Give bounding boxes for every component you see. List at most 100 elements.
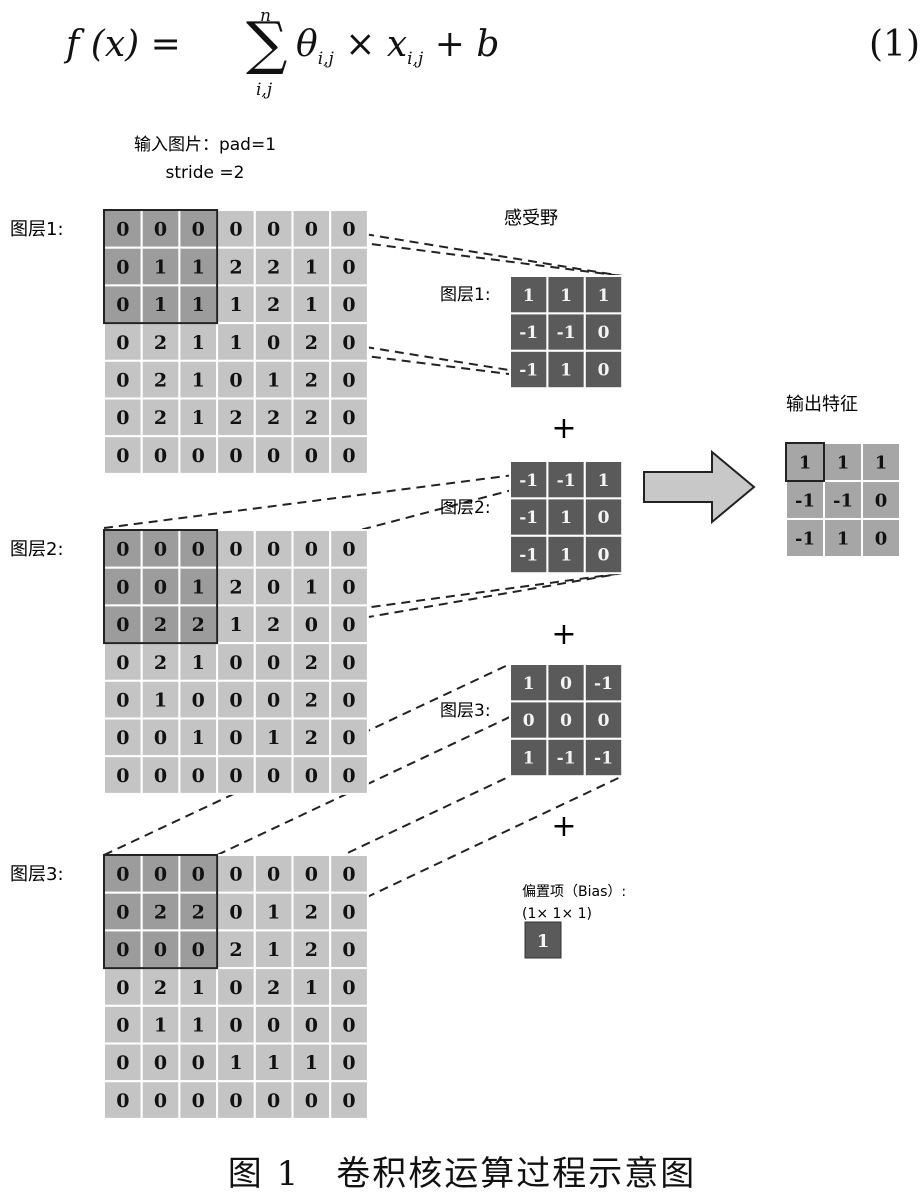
input-layer-2-value: 0 <box>305 539 318 561</box>
input-layer-1-cell <box>103 435 143 475</box>
kernel-2-value: 0 <box>598 546 610 566</box>
kernel-2-cell <box>546 460 586 500</box>
kernel-2-value: 1 <box>598 471 610 491</box>
input-layer-1-value: 0 <box>229 219 242 241</box>
bias-cell <box>524 921 562 959</box>
input-layer-3-value: 0 <box>154 1052 167 1074</box>
input-layer-2-cell <box>291 717 332 758</box>
kernel-1-cell <box>546 349 586 390</box>
input-layer-3-cell <box>140 1004 181 1045</box>
input-layer-2-value: 1 <box>192 576 205 598</box>
kernel-3-cell <box>546 700 586 740</box>
input-layer-3-cell <box>329 967 369 1007</box>
kernel-3-cell <box>546 663 586 703</box>
input-layer-3-value: 0 <box>342 1014 355 1036</box>
kernel-1-cell <box>546 312 586 352</box>
input-layer-3-value: 0 <box>229 901 242 923</box>
input-layer-3-value: 0 <box>305 864 318 886</box>
input-layer-3-value: 0 <box>192 1090 205 1112</box>
equation-number: (1) <box>869 24 920 65</box>
input-layer-3-value: 2 <box>305 939 318 961</box>
kernel-3-cell <box>546 737 586 778</box>
input-layer-3-cell <box>329 1080 369 1120</box>
input-layer-2-value: 0 <box>116 539 129 561</box>
input-layer-1-value: 0 <box>342 445 355 467</box>
kernel-1-value: 0 <box>598 323 610 343</box>
output-feature-value: -1 <box>833 490 853 511</box>
input-layer-3-value: 0 <box>267 1014 280 1036</box>
input-layer-3-value: 0 <box>154 1090 167 1112</box>
kernel-1-value: 1 <box>523 286 535 306</box>
input-layer-3-label: 图层3: <box>10 864 64 885</box>
input-layer-1-value: 0 <box>342 332 355 354</box>
input-layer-1-value: 1 <box>192 332 205 354</box>
input-layer-3-cell <box>291 967 332 1007</box>
kernel-2-value: 1 <box>560 508 572 528</box>
input-layer-3-value: 0 <box>342 1090 355 1112</box>
input-layer-2-value: 0 <box>116 727 129 749</box>
input-layer-3-cell <box>178 854 219 894</box>
input-layer-1-label: 图层1: <box>10 219 64 240</box>
output-feature-value: 1 <box>875 452 888 473</box>
input-layer-1-cell <box>216 322 256 362</box>
kernel-3-cell <box>583 737 624 778</box>
kernel-3-value: 1 <box>523 674 535 694</box>
input-layer-1-cell <box>329 284 369 325</box>
input-layer-2-value: 0 <box>116 765 129 787</box>
input-layer-3-value: 2 <box>154 901 167 923</box>
input-layer-1-value: 2 <box>267 407 280 429</box>
input-layer-3-value: 0 <box>116 1090 129 1112</box>
input-layer-2-value: 0 <box>342 576 355 598</box>
right-arrow-icon <box>643 449 756 525</box>
input-layer-3-value: 0 <box>154 864 167 886</box>
formula-rhs: θi,j × xi,j + b <box>296 24 499 69</box>
kernel-2-cell <box>583 534 624 575</box>
input-layer-1-value: 2 <box>229 407 242 429</box>
input-layer-2-cell <box>253 642 294 682</box>
kernel-1-value: 1 <box>560 286 572 306</box>
input-layer-2-value: 0 <box>342 652 355 674</box>
input-layer-1-value: 0 <box>192 219 205 241</box>
input-layer-1-cell <box>253 397 294 438</box>
input-layer-1-value: 2 <box>267 256 280 278</box>
kernel-2-label: 图层2: <box>440 498 491 518</box>
input-layer-2-value: 0 <box>154 727 167 749</box>
input-layer-2-value: 0 <box>229 539 242 561</box>
input-layer-2-value: 0 <box>116 652 129 674</box>
receptive-field-title: 感受野 <box>504 208 558 229</box>
input-layer-1-cell <box>329 246 369 287</box>
input-layer-1-value: 0 <box>116 445 129 467</box>
kernel-1-value: 1 <box>598 286 610 306</box>
input-layer-3-value: 2 <box>267 977 280 999</box>
formula-theta: θ <box>296 24 318 65</box>
input-layer-2-cell <box>103 642 143 682</box>
input-layer-1-value: 0 <box>342 294 355 316</box>
input-layer-2-cell <box>329 755 369 795</box>
input-layer-2-cell <box>103 717 143 758</box>
input-layer-2-value: 0 <box>192 765 205 787</box>
kernel-3-label: 图层3: <box>440 701 491 721</box>
input-layer-2-cell <box>140 755 181 795</box>
input-layer-1-value: 0 <box>116 369 129 391</box>
input-layer-2-value: 0 <box>116 576 129 598</box>
input-layer-3-value: 0 <box>192 1052 205 1074</box>
input-layer-2-cell <box>329 566 369 607</box>
input-layer-1-value: 1 <box>192 369 205 391</box>
output-feature-value: 1 <box>799 452 812 473</box>
input-layer-3-cell <box>253 967 294 1007</box>
figure-caption: 图 1 卷积核运算过程示意图 <box>227 1154 697 1194</box>
input-layer-1-cell <box>329 397 369 438</box>
input-layer-1-value: 1 <box>192 407 205 429</box>
input-layer-3-value: 0 <box>192 939 205 961</box>
input-layer-2-cell <box>216 642 256 682</box>
input-layer-3-value: 0 <box>267 864 280 886</box>
input-layer-3-value: 1 <box>192 1014 205 1036</box>
input-layer-1-value: 0 <box>267 219 280 241</box>
input-layer-1-value: 0 <box>192 445 205 467</box>
input-layer-1-value: 0 <box>229 369 242 391</box>
input-layer-2-value: 0 <box>267 765 280 787</box>
input-layer-2-value: 0 <box>229 689 242 711</box>
input-layer-2-value: 0 <box>305 765 318 787</box>
